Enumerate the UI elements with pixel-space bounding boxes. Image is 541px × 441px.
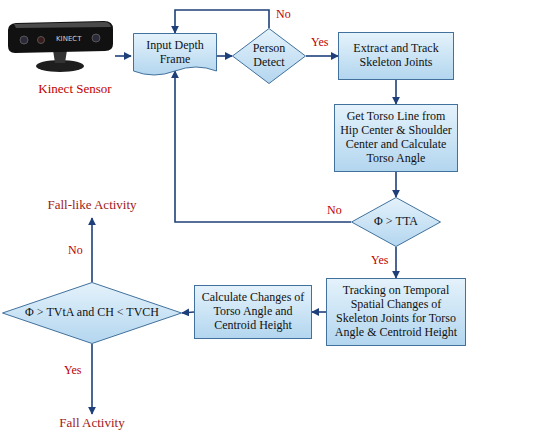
edge-label: Yes [310,36,329,50]
node-text: Extract and Track Skeleton Joints [344,42,448,70]
edge-label: Yes [370,254,389,268]
illustration-caption: Kinect Sensor [20,82,130,97]
branch-label: Yes [64,364,81,378]
flow-arrow [306,55,338,57]
decision-diamond: Person Detect [232,28,306,84]
outcome-arrow [91,218,93,282]
node-text: Input Depth Frame [137,39,213,67]
outcome-label: Fall-like Activity [27,198,157,213]
text-holder: Calculate Changes of Torso Angle and Cen… [200,291,306,332]
text-holder: Φ > TTA [374,215,418,229]
flow-arrow [395,247,397,278]
edge-label: No [275,8,292,22]
text-holder: Extract and Track Skeleton Joints [344,42,448,70]
kinect-sensor-illustration [8,21,113,72]
text-holder: Person Detect [241,42,297,70]
node-text: Get Torso Line from Hip Center & Shoulde… [340,110,452,165]
decision-diamond: Φ > TVtA and CH < TVCH [2,282,182,344]
text-holder: Φ > TVtA and CH < TVCH [25,306,159,320]
outcome-label: Fall Activity [27,416,157,431]
process-box: Calculate Changes of Torso Angle and Cen… [194,285,312,339]
flow-arrow [175,71,351,222]
input-document: Input Depth Frame [133,33,217,79]
node-text: Person Detect [241,42,297,70]
flow-arrow [182,312,194,313]
outcome-arrow [91,344,93,414]
branch-label: No [68,244,83,258]
flow-arrow [312,311,326,313]
node-text: Tracking on Temporal Spatial Changes of … [332,284,460,339]
text-holder: Input Depth Frame [137,39,213,67]
process-box: Tracking on Temporal Spatial Changes of … [326,278,466,346]
text-holder: Tracking on Temporal Spatial Changes of … [332,284,460,339]
decision-diamond: Φ > TTA [351,197,441,247]
node-text: Calculate Changes of Torso Angle and Cen… [200,291,306,332]
node-text: Φ > TTA [374,215,418,229]
process-box: Get Torso Line from Hip Center & Shoulde… [334,104,458,172]
flow-arrow [217,55,232,57]
node-text: Φ > TVtA and CH < TVCH [25,306,159,320]
flow-arrow [395,80,397,104]
text-holder: Get Torso Line from Hip Center & Shoulde… [340,110,452,165]
flow-arrow [395,172,397,197]
input-arrow [115,55,131,57]
device-brand: KINECT [56,35,81,43]
flow-arrow [175,10,269,33]
process-box: Extract and Track Skeleton Joints [338,32,454,80]
edge-label: No [326,204,343,218]
